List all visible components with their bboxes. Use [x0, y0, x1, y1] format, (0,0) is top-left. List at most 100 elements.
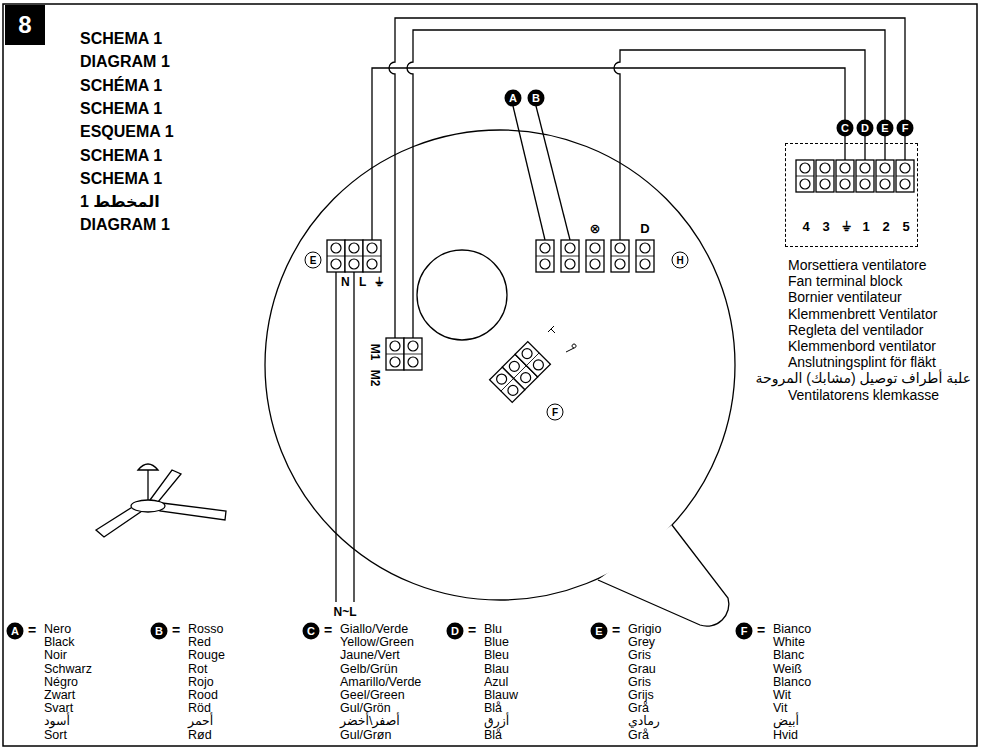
frame — [3, 4, 977, 746]
block-letter: H — [672, 252, 689, 269]
colour-name: White — [773, 636, 805, 650]
colour-name: Blå — [484, 702, 502, 716]
fan-terminal-block: 43 ⏚ 125 — [785, 143, 918, 247]
key-letter: A — [7, 623, 24, 640]
colour-name: Nero — [44, 623, 71, 637]
fan-illustration — [96, 464, 226, 537]
callout-letter: A — [505, 90, 522, 107]
colour-name: Blue — [484, 636, 509, 650]
colour-name: Grå — [628, 729, 649, 743]
colour-name: Blanco — [773, 676, 811, 690]
key-letter: B — [151, 623, 168, 640]
key-equals: = — [28, 623, 36, 638]
colour-name: Red — [188, 636, 211, 650]
block-caption: Morsettiera ventilatore — [788, 258, 927, 273]
colour-name: Röd — [188, 702, 211, 716]
terminal-name: M1 — [367, 344, 380, 361]
key-equals: = — [757, 623, 765, 638]
colour-name: Blau — [484, 663, 509, 677]
block-caption: Fan terminal block — [788, 274, 902, 289]
key-letter: F — [736, 623, 753, 640]
colour-name: Négro — [44, 676, 78, 690]
block-caption: Regleta del ventilador — [788, 323, 923, 338]
colour-name: Hvid — [773, 729, 798, 743]
colour-name: Schwarz — [44, 663, 92, 677]
diagram-title: المخطط 1 — [80, 193, 160, 211]
colour-name: Rot — [188, 663, 207, 677]
colour-name: Zwart — [44, 689, 75, 703]
colour-name: أزرق — [484, 715, 509, 729]
terminal-name: L — [358, 276, 367, 289]
key-letter: E — [591, 623, 608, 640]
figure-number: 8 — [5, 5, 45, 45]
terminal-number: 2 — [882, 220, 889, 234]
key-equals: = — [468, 623, 476, 638]
colour-name: Rosso — [188, 623, 223, 637]
diagram-title: SCHEMA 1 — [80, 100, 162, 118]
colour-name: Gris — [628, 649, 651, 663]
colour-name: Bianco — [773, 623, 811, 637]
colour-name: Noir — [44, 649, 67, 663]
colour-name: Rouge — [188, 649, 225, 663]
ceiling-box — [265, 130, 735, 626]
colour-name: Gelb/Grün — [340, 663, 398, 677]
colour-name: Grau — [628, 663, 656, 677]
callout-letter: B — [528, 90, 545, 107]
callout-letter: D — [857, 120, 874, 137]
block-caption: Klemmenbrett Ventilator — [788, 307, 937, 322]
diagram-title: SCHEMA 1 — [80, 147, 162, 165]
colour-name: رمادي — [628, 715, 660, 729]
colour-name: أسود — [44, 715, 70, 729]
block-caption: Bornier ventilateur — [788, 290, 902, 305]
colour-name: Sort — [44, 729, 67, 743]
terminal-number: 1 — [862, 220, 869, 234]
colour-name: Bleu — [484, 649, 509, 663]
colour-name: Gul/Grön — [340, 702, 391, 716]
colour-name: Wit — [773, 689, 791, 703]
colour-name: Rød — [188, 729, 212, 743]
colour-name: Yellow/Green — [340, 636, 414, 650]
terminal-number: 4 — [802, 220, 809, 234]
diagram-title: ESQUEMA 1 — [80, 123, 174, 141]
diagram-title: SCHEMA 1 — [80, 170, 162, 188]
key-equals: = — [324, 623, 332, 638]
colour-name: Weiß — [773, 663, 802, 677]
colour-name: Amarillo/Verde — [340, 676, 421, 690]
diagram-title: DIAGRAM 1 — [80, 53, 170, 71]
block-caption: علبة أطراف توصيل (مشابك) المروحة — [755, 371, 972, 386]
colour-name: Blanc — [773, 649, 804, 663]
colour-name: Black — [44, 636, 75, 650]
colour-name: Geel/Green — [340, 689, 405, 703]
terminal-number: 3 — [822, 220, 829, 234]
colour-name: Jaune/Vert — [340, 649, 400, 663]
colour-name: Blu — [484, 623, 502, 637]
colour-name: أحمر — [188, 715, 213, 729]
colour-name: Rood — [188, 689, 218, 703]
colour-name: أصفر\أخضر — [340, 715, 400, 729]
colour-name: Gul/Grøn — [340, 729, 391, 743]
terminal-name: N — [340, 276, 351, 289]
colour-name: Grigio — [628, 623, 661, 637]
colour-name: Grå — [628, 702, 649, 716]
block-letter: E — [305, 252, 322, 269]
terminal-name: ⊗ — [590, 222, 601, 236]
diagram-title: SCHÉMA 1 — [80, 77, 162, 95]
key-letter: D — [447, 623, 464, 640]
diagram-title: SCHEMA 1 — [80, 30, 162, 48]
supply-label: N~L — [333, 606, 356, 619]
terminal-number: ⏚ — [842, 220, 851, 234]
colour-name: Vit — [773, 702, 787, 716]
colour-name: Grey — [628, 636, 655, 650]
colour-name: Blå — [484, 729, 502, 743]
block-caption: Klemmenbord ventilator — [788, 339, 936, 354]
terminal-name: D — [640, 222, 649, 236]
colour-name: Svart — [44, 702, 73, 716]
callout-letter: F — [897, 120, 914, 137]
callout-letter: C — [837, 120, 854, 137]
colour-name: Grijs — [628, 689, 654, 703]
key-letter: C — [303, 623, 320, 640]
terminal-name: M2 — [367, 370, 380, 387]
terminal-number: 5 — [902, 220, 909, 234]
key-equals: = — [612, 623, 620, 638]
colour-name: Blauw — [484, 689, 518, 703]
